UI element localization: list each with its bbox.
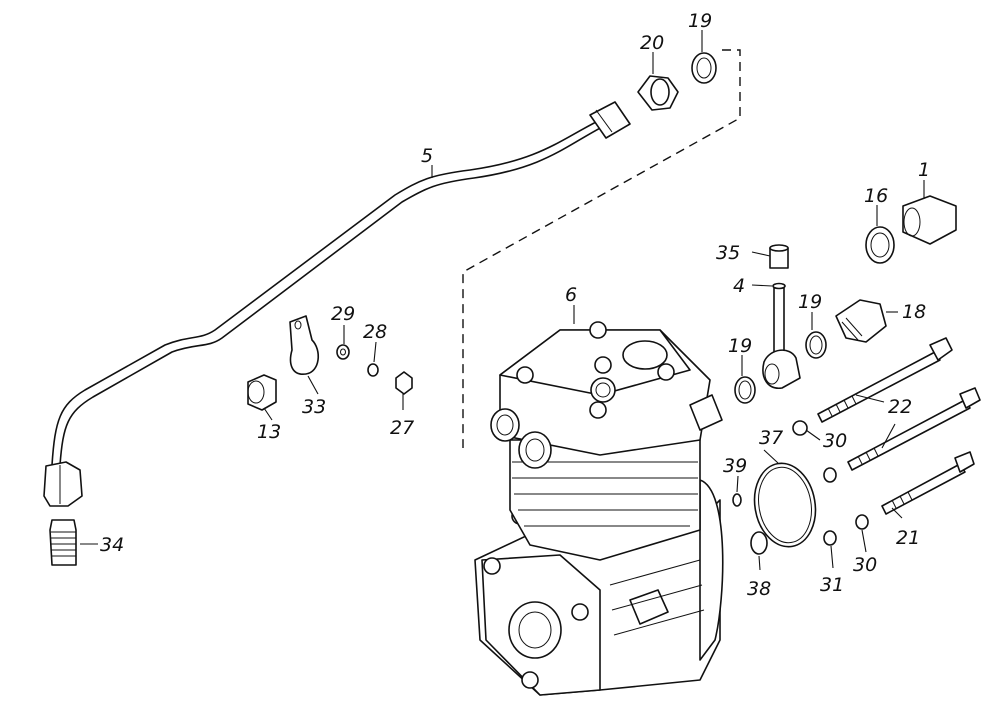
callout-28: 28	[363, 321, 387, 343]
callout-19-top: 19	[688, 10, 712, 32]
washer-part-30-lower	[855, 514, 869, 530]
callout-19-low: 19	[728, 335, 752, 357]
fitting-part-1	[902, 195, 957, 245]
banjo-pipe-part-4	[762, 282, 801, 389]
seal-ring-part-19-top	[691, 52, 717, 84]
bolt-part-22-upper	[817, 337, 953, 423]
callout-37: 37	[759, 427, 783, 449]
seal-ring-part-19-low	[734, 376, 756, 404]
plug-part-35	[769, 244, 789, 269]
seal-ring-part-38	[750, 531, 768, 555]
washer-part-29	[336, 344, 350, 360]
callout-31: 31	[820, 574, 844, 596]
callout-30-lower: 30	[853, 554, 877, 576]
callout-27: 27	[390, 417, 414, 439]
leader-lines	[80, 30, 925, 571]
callout-29: 29	[331, 303, 355, 325]
seal-ring-part-16	[865, 226, 895, 264]
callout-38: 38	[747, 578, 771, 600]
callout-34: 34	[100, 534, 124, 556]
clamp-part-33	[289, 315, 319, 375]
callout-35: 35	[716, 242, 740, 264]
washer-part-28	[367, 363, 379, 377]
seal-ring-part-19-mid	[805, 331, 827, 359]
callout-22: 22	[888, 396, 912, 418]
callout-19-mid: 19	[798, 291, 822, 313]
bolt-part-22-lower	[847, 387, 981, 471]
fitting-part-20	[637, 75, 679, 111]
nut-part-27	[395, 371, 413, 395]
callout-39: 39	[723, 455, 747, 477]
callout-4: 4	[733, 275, 745, 297]
callout-6: 6	[565, 284, 577, 306]
callout-20: 20	[640, 32, 664, 54]
callout-16: 16	[864, 185, 888, 207]
union-part-34	[49, 519, 77, 566]
callout-labels: 5 20 19 1 16 35 4 6 19 18 19 22 30 37 39…	[100, 10, 930, 600]
callout-13: 13	[257, 421, 281, 443]
callout-21: 21	[896, 527, 920, 549]
gasket-part-37	[753, 462, 817, 548]
nut-part-31	[823, 530, 837, 546]
nut-part-30	[823, 467, 837, 483]
callout-30-upper: 30	[823, 430, 847, 452]
callout-5: 5	[421, 145, 433, 167]
sleeve-part-13	[247, 374, 277, 411]
pipe-part-5	[43, 101, 631, 507]
callout-18: 18	[902, 301, 926, 323]
compressor-part-6	[474, 321, 724, 696]
washer-part-30-upper	[792, 420, 808, 436]
callout-33: 33	[302, 396, 326, 418]
bolt-part-21	[881, 451, 975, 515]
valve-part-18	[835, 299, 887, 343]
seal-ring-part-39	[732, 493, 742, 507]
callout-1: 1	[918, 159, 930, 181]
